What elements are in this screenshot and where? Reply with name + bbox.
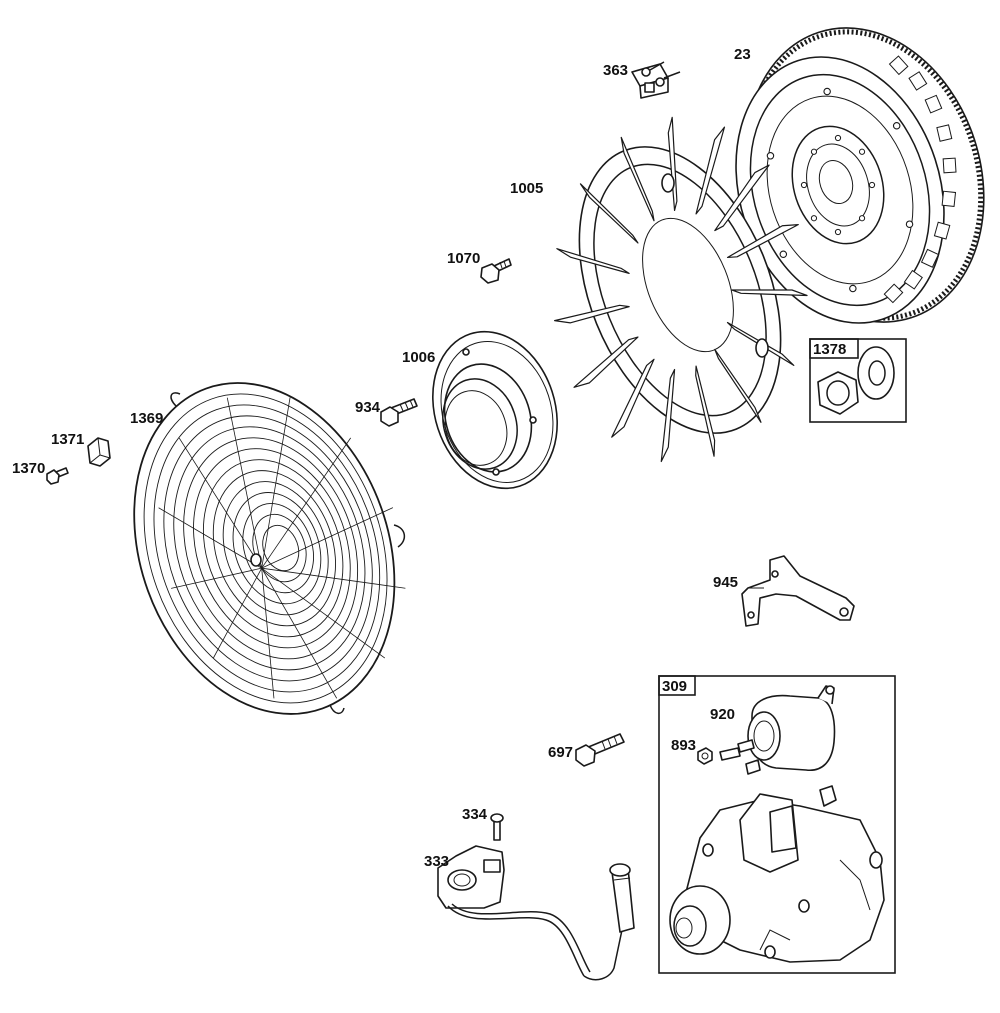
starter-motor-kit-309 (658, 675, 896, 974)
label-893: 893 (671, 737, 696, 754)
label-1378: 1378 (813, 341, 846, 358)
wire-fan-guard-1369 (133, 382, 406, 715)
label-697: 697 (548, 744, 573, 761)
label-1006: 1006 (402, 349, 435, 366)
label-333: 333 (424, 853, 449, 870)
label-334: 334 (462, 806, 488, 823)
part-number-labels: 363 23 1005 1070 1378 1006 934 1369 1371… (12, 46, 846, 870)
label-945: 945 (713, 574, 738, 591)
flywheel-23 (735, 27, 985, 324)
label-1370: 1370 (12, 460, 45, 477)
screw-1370 (46, 467, 69, 485)
bolt-697 (575, 733, 625, 767)
label-309: 309 (662, 678, 687, 695)
label-1005: 1005 (510, 180, 543, 197)
retainer-cup-1006 (432, 330, 558, 490)
label-1369: 1369 (130, 410, 163, 427)
screw-334 (490, 813, 504, 841)
label-920: 920 (710, 706, 735, 723)
fan-blower-1005 (554, 116, 808, 463)
bracket-945 (741, 555, 855, 627)
bolt-934 (380, 398, 418, 427)
label-934: 934 (355, 399, 381, 416)
ignition-module-333 (437, 845, 635, 981)
label-1070: 1070 (447, 250, 480, 267)
bracket-363 (631, 61, 681, 99)
label-1371: 1371 (51, 431, 84, 448)
solenoid-920 (719, 685, 836, 775)
label-23: 23 (734, 46, 751, 63)
starter-motor-body (669, 785, 885, 963)
nut-washer-kit-1378 (809, 338, 907, 423)
spacer-1371 (87, 437, 111, 467)
nut-893 (697, 747, 713, 765)
label-363: 363 (603, 62, 628, 79)
bolt-1070 (480, 258, 512, 284)
